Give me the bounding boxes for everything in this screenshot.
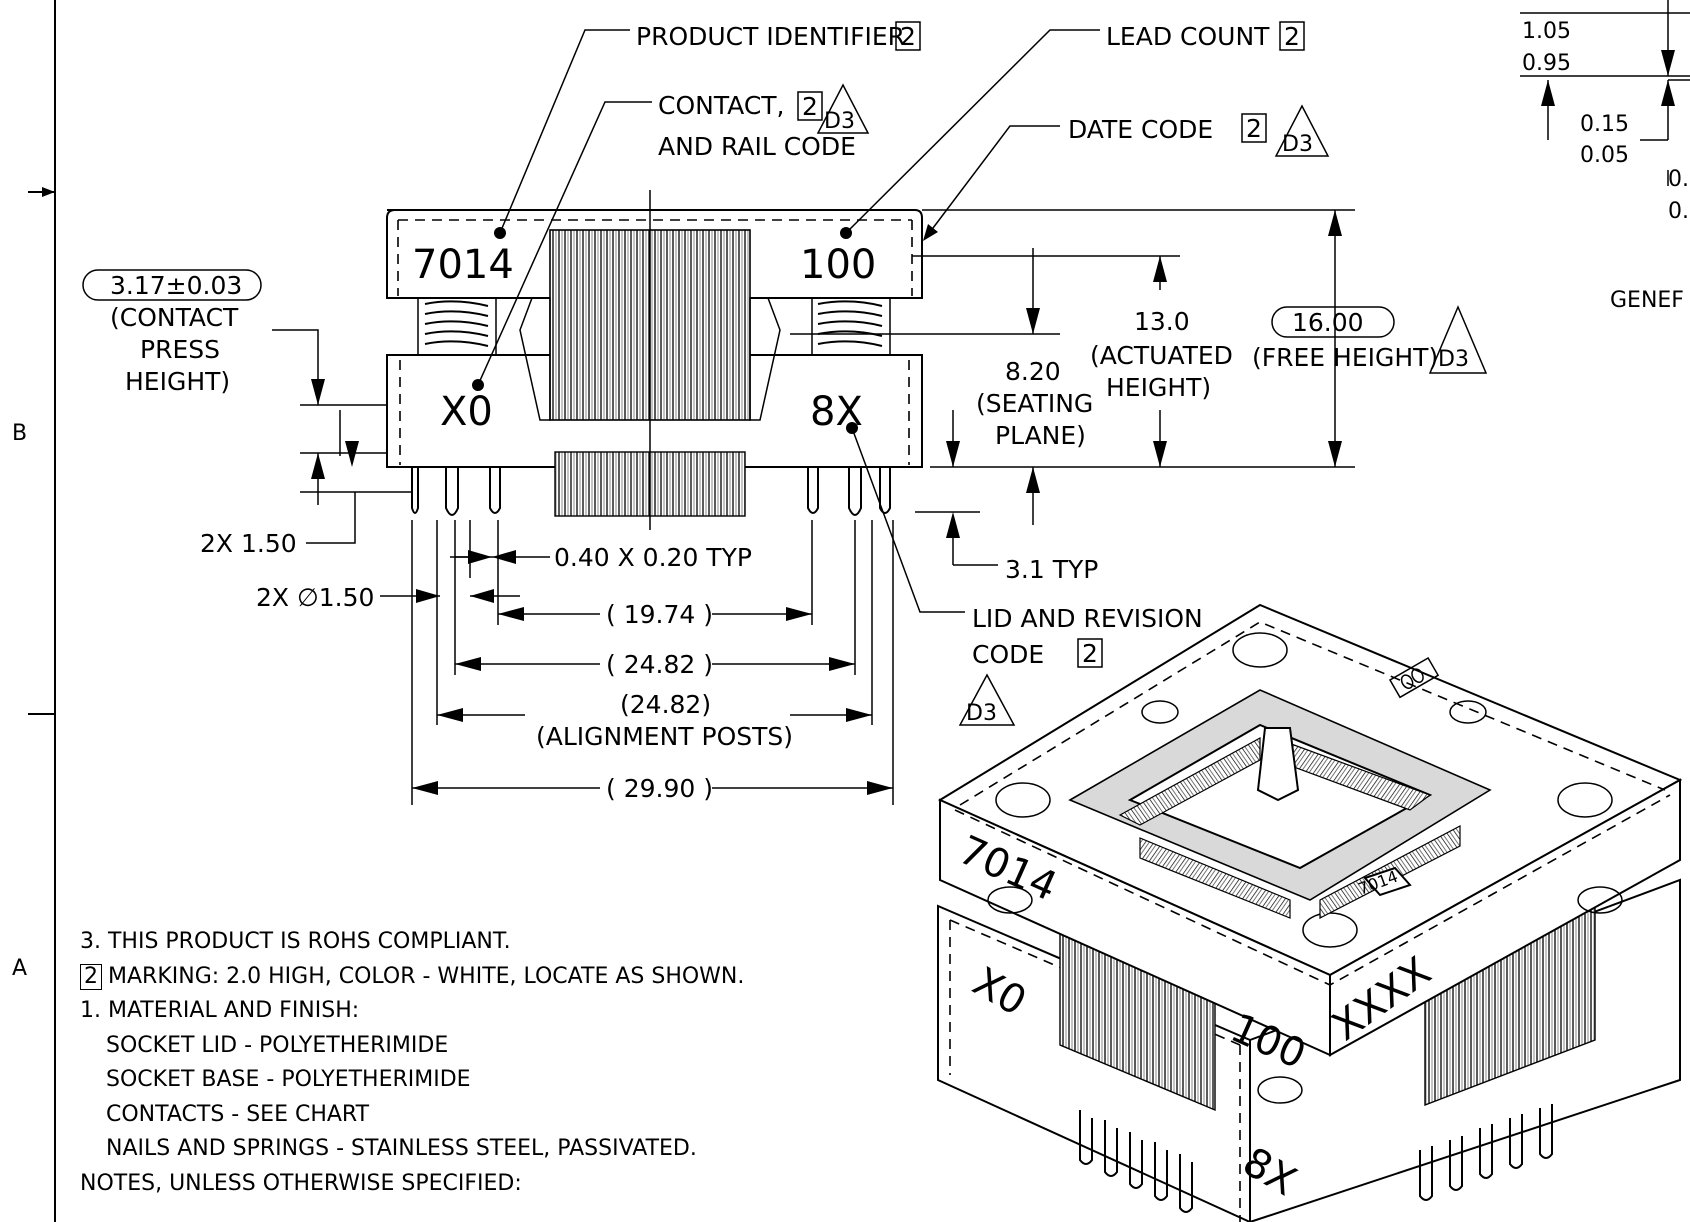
iso-pins: [1079, 1104, 1553, 1213]
dim-free-height: 16.00 (FREE HEIGHT) D3: [922, 209, 1488, 468]
svg-text:0.40 X 0.20 TYP: 0.40 X 0.20 TYP: [554, 543, 752, 572]
marking-contact-code: X0: [440, 389, 493, 435]
svg-text:GENEF: GENEF: [1610, 288, 1684, 313]
base-pins: [411, 467, 891, 516]
marking-lead-count: 100: [800, 242, 876, 288]
spring-right: [811, 297, 891, 356]
dim-extension-lines: [411, 520, 894, 805]
svg-text:2: 2: [1284, 22, 1300, 51]
svg-text:1.05: 1.05: [1522, 19, 1571, 44]
dim-seating-plane: 8.20 (SEATING PLANE): [790, 248, 1093, 525]
svg-text:D3: D3: [1282, 132, 1313, 157]
dim-29-90: ( 29.90 ): [412, 774, 893, 803]
dim-3-1-typ: 3.1 TYP: [915, 410, 1098, 584]
svg-text:(SEATING: (SEATING: [976, 389, 1093, 418]
svg-text:2X ∅1.50: 2X ∅1.50: [256, 583, 374, 612]
svg-text:( 29.90 ): ( 29.90 ): [606, 774, 713, 803]
front-view: 7014 100 X0 8X: [386, 190, 923, 530]
zone-label-a: A: [12, 956, 27, 981]
svg-text:CONTACT,: CONTACT,: [658, 91, 785, 120]
note-1: 1. MATERIAL AND FINISH:: [80, 998, 360, 1023]
svg-text:LID AND REVISION: LID AND REVISION: [972, 604, 1203, 633]
svg-text:0.: 0.: [1668, 167, 1689, 192]
marking-product-id: 7014: [412, 242, 514, 288]
svg-text:(ALIGNMENT POSTS): (ALIGNMENT POSTS): [536, 722, 793, 751]
callout-lead-count: LEAD COUNT 2: [840, 21, 1305, 239]
notes-header: NOTES, UNLESS OTHERWISE SPECIFIED:: [80, 1170, 522, 1196]
dim-19-74: ( 19.74 ): [498, 600, 812, 629]
svg-text:DATE CODE: DATE CODE: [1068, 115, 1213, 144]
callout-lid-revision: LID AND REVISION CODE 2 D3: [846, 422, 1203, 726]
svg-text:3.17±0.03: 3.17±0.03: [110, 271, 242, 300]
svg-text:(FREE HEIGHT): (FREE HEIGHT): [1252, 343, 1438, 372]
svg-text:0.15: 0.15: [1580, 112, 1629, 137]
svg-text:PRESS: PRESS: [140, 335, 220, 364]
svg-text:HEIGHT): HEIGHT): [125, 367, 230, 396]
note-2-number: 2: [80, 963, 102, 990]
note-1-base: SOCKET BASE - POLYETHERIMIDE: [106, 1067, 471, 1092]
callout-date-code: DATE CODE 2 D3: [923, 104, 1330, 241]
svg-text:( 19.74 ): ( 19.74 ): [606, 600, 713, 629]
note-2-text: MARKING: 2.0 HIGH, COLOR - WHITE, LOCATE…: [108, 963, 745, 989]
dim-pin-length: 2X 1.50: [200, 410, 412, 558]
sheet-border: B A: [12, 0, 56, 1222]
spring-left: [417, 297, 497, 356]
svg-text:AND RAIL CODE: AND RAIL CODE: [658, 132, 856, 161]
dim-24-82: ( 24.82 ): [455, 650, 855, 679]
dim-24-82-alignment-posts: (24.82) (ALIGNMENT POSTS): [437, 690, 872, 751]
svg-text:( 24.82 ): ( 24.82 ): [606, 650, 713, 679]
svg-text:2: 2: [1082, 639, 1098, 668]
dim-contact-press-height: 3.17±0.03 (CONTACT PRESS HEIGHT): [82, 269, 387, 406]
svg-text:16.00: 16.00: [1292, 308, 1364, 337]
svg-text:8.20: 8.20: [1005, 357, 1061, 386]
svg-text:2X 1.50: 2X 1.50: [200, 529, 297, 558]
zone-label-b: B: [12, 421, 27, 446]
partial-detail-top-right: 1.05 0.95 0.15 0.05 0. 0. GENEF: [1520, 0, 1690, 313]
svg-text:D3: D3: [1438, 347, 1469, 372]
svg-text:D3: D3: [824, 109, 855, 134]
dim-post-diameter: 2X ∅1.50 0.40 X 0.20 TYP: [256, 543, 752, 612]
callout-contact-rail-code: CONTACT, 2 AND RAIL CODE D3: [472, 83, 870, 391]
callout-product-identifier: PRODUCT IDENTIFIER 2: [494, 21, 921, 239]
svg-text:0.05: 0.05: [1580, 143, 1629, 168]
svg-text:0.: 0.: [1668, 199, 1689, 224]
svg-text:3.1 TYP: 3.1 TYP: [1005, 555, 1098, 584]
svg-text:0.95: 0.95: [1522, 51, 1571, 76]
svg-text:2: 2: [802, 92, 818, 121]
svg-text:PRODUCT IDENTIFIER: PRODUCT IDENTIFIER: [636, 22, 905, 51]
dim-actuated-height: 13.0 (ACTUATED HEIGHT): [912, 255, 1233, 467]
svg-text:(24.82): (24.82): [620, 690, 711, 719]
svg-text:2: 2: [900, 22, 916, 51]
svg-text:(CONTACT: (CONTACT: [110, 303, 239, 332]
svg-text:(ACTUATED: (ACTUATED: [1090, 341, 1233, 370]
note-1-nails-springs: NAILS AND SPRINGS - STAINLESS STEEL, PAS…: [106, 1136, 697, 1161]
iso-lid-front-right: [1329, 778, 1681, 1057]
svg-text:LEAD COUNT: LEAD COUNT: [1106, 22, 1270, 51]
svg-text:13.0: 13.0: [1134, 307, 1190, 336]
svg-text:CODE: CODE: [972, 640, 1044, 669]
note-1-contacts: CONTACTS - SEE CHART: [106, 1101, 370, 1127]
svg-text:D3: D3: [966, 701, 997, 726]
note-3: 3. THIS PRODUCT IS ROHS COMPLIANT.: [80, 929, 511, 954]
svg-text:2: 2: [1246, 114, 1262, 143]
svg-text:HEIGHT): HEIGHT): [1106, 373, 1211, 402]
note-1-lid: SOCKET LID - POLYETHERIMIDE: [106, 1032, 449, 1058]
svg-text:PLANE): PLANE): [995, 421, 1086, 450]
isometric-view: 7014 7014 100 XXXX X0 8X: [937, 603, 1683, 1222]
